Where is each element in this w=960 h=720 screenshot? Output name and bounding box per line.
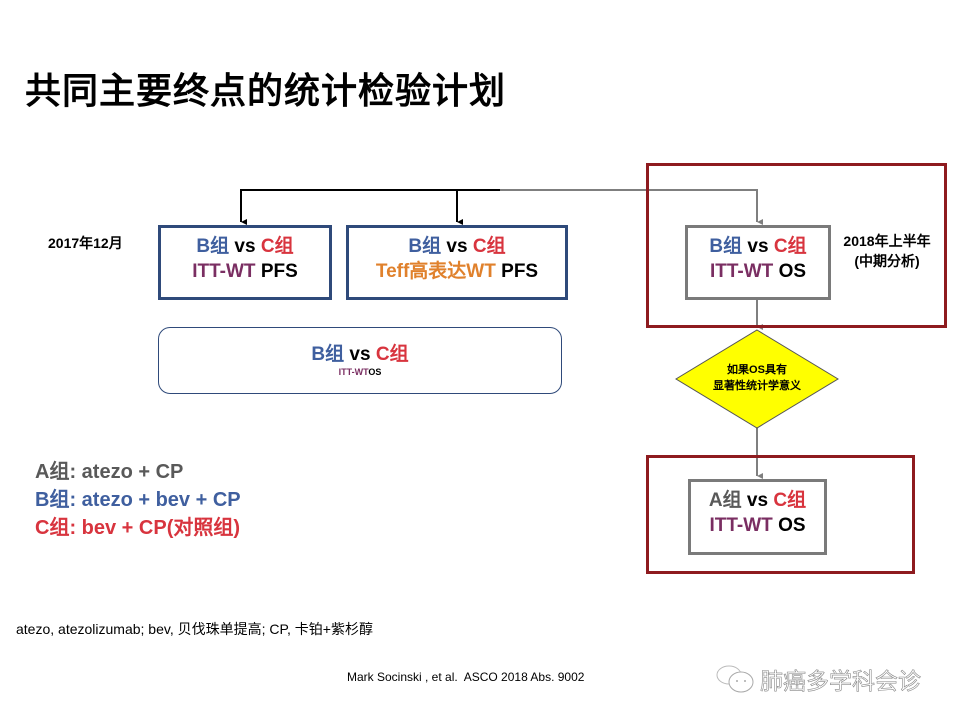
legend-group-a: A组: atezo + CP xyxy=(35,461,184,483)
comparison-box-bc-itt-os: B组 vs C组 ITT-WTOS xyxy=(158,327,562,394)
group-b: B组 xyxy=(311,344,345,365)
decision-text: 如果OS具有 显著性统计学意义 xyxy=(686,362,828,394)
page-title: 共同主要终点的统计检验计划 xyxy=(25,70,507,111)
group-b: B组 xyxy=(408,236,442,257)
vs: vs xyxy=(344,344,376,365)
group-a: A组 xyxy=(708,490,742,511)
endpoint: PFS xyxy=(260,261,298,282)
population: Teff高表达WT xyxy=(375,261,496,282)
date-2018-line1: 2018年上半年 xyxy=(843,233,931,249)
population: ITT-WT xyxy=(338,367,369,377)
watermark-text: 肺癌多学科会诊 xyxy=(760,668,922,695)
decision-diamond xyxy=(675,329,839,429)
vs: vs xyxy=(741,490,774,511)
population: ITT-WT xyxy=(192,261,256,282)
comparison-box-bc-teff-pfs: B组 vs C组 Teff高表达WT PFS xyxy=(346,225,568,300)
interim-analysis-frame xyxy=(646,163,947,328)
date-2018-line2: (中期分析) xyxy=(854,253,920,269)
vs: vs xyxy=(441,236,473,257)
date-label-2017: 2017年12月 xyxy=(48,235,123,251)
population: ITT-WT xyxy=(709,261,774,282)
vs: vs xyxy=(229,236,261,257)
group-b: B组 xyxy=(709,236,743,257)
endpoint: OS xyxy=(778,515,806,536)
group-c: C组 xyxy=(260,236,294,257)
decision-line2: 显著性统计学意义 xyxy=(713,380,801,392)
group-c: C组 xyxy=(773,490,807,511)
decision-line1: 如果OS具有 xyxy=(727,364,787,376)
endpoint: OS xyxy=(368,367,382,377)
connector-black xyxy=(240,189,500,222)
watermark: 肺癌多学科会诊 xyxy=(714,662,921,696)
endpoint: OS xyxy=(778,261,807,282)
comparison-box-bc-itt-pfs: B组 vs C组 ITT-WT PFS xyxy=(158,225,332,300)
comparison-box-bc-itt-os-interim: B组 vs C组 ITT-WT OS xyxy=(685,225,831,300)
endpoint: PFS xyxy=(501,261,539,282)
connector-gray xyxy=(500,189,758,476)
footnote: atezo, atezolizumab; bev, 贝伐珠单提高; CP, 卡铂… xyxy=(16,621,373,637)
final-analysis-frame xyxy=(646,455,915,574)
group-c: C组 xyxy=(375,344,409,365)
comparison-box-ac-itt-os: A组 vs C组 ITT-WT OS xyxy=(688,479,827,555)
legend-group-c: C组: bev + CP(对照组) xyxy=(35,517,241,539)
citation: Mark Socinski , et al. ASCO 2018 Abs. 90… xyxy=(347,670,585,684)
group-c: C组 xyxy=(773,236,807,257)
vs: vs xyxy=(742,236,774,257)
group-c: C组 xyxy=(472,236,506,257)
group-b: B组 xyxy=(196,236,230,257)
chat-bubble-icon xyxy=(716,665,754,693)
date-label-2018: 2018年上半年 (中期分析) xyxy=(832,231,942,271)
legend-group-b: B组: atezo + bev + CP xyxy=(35,489,241,511)
population: ITT-WT xyxy=(709,515,773,536)
